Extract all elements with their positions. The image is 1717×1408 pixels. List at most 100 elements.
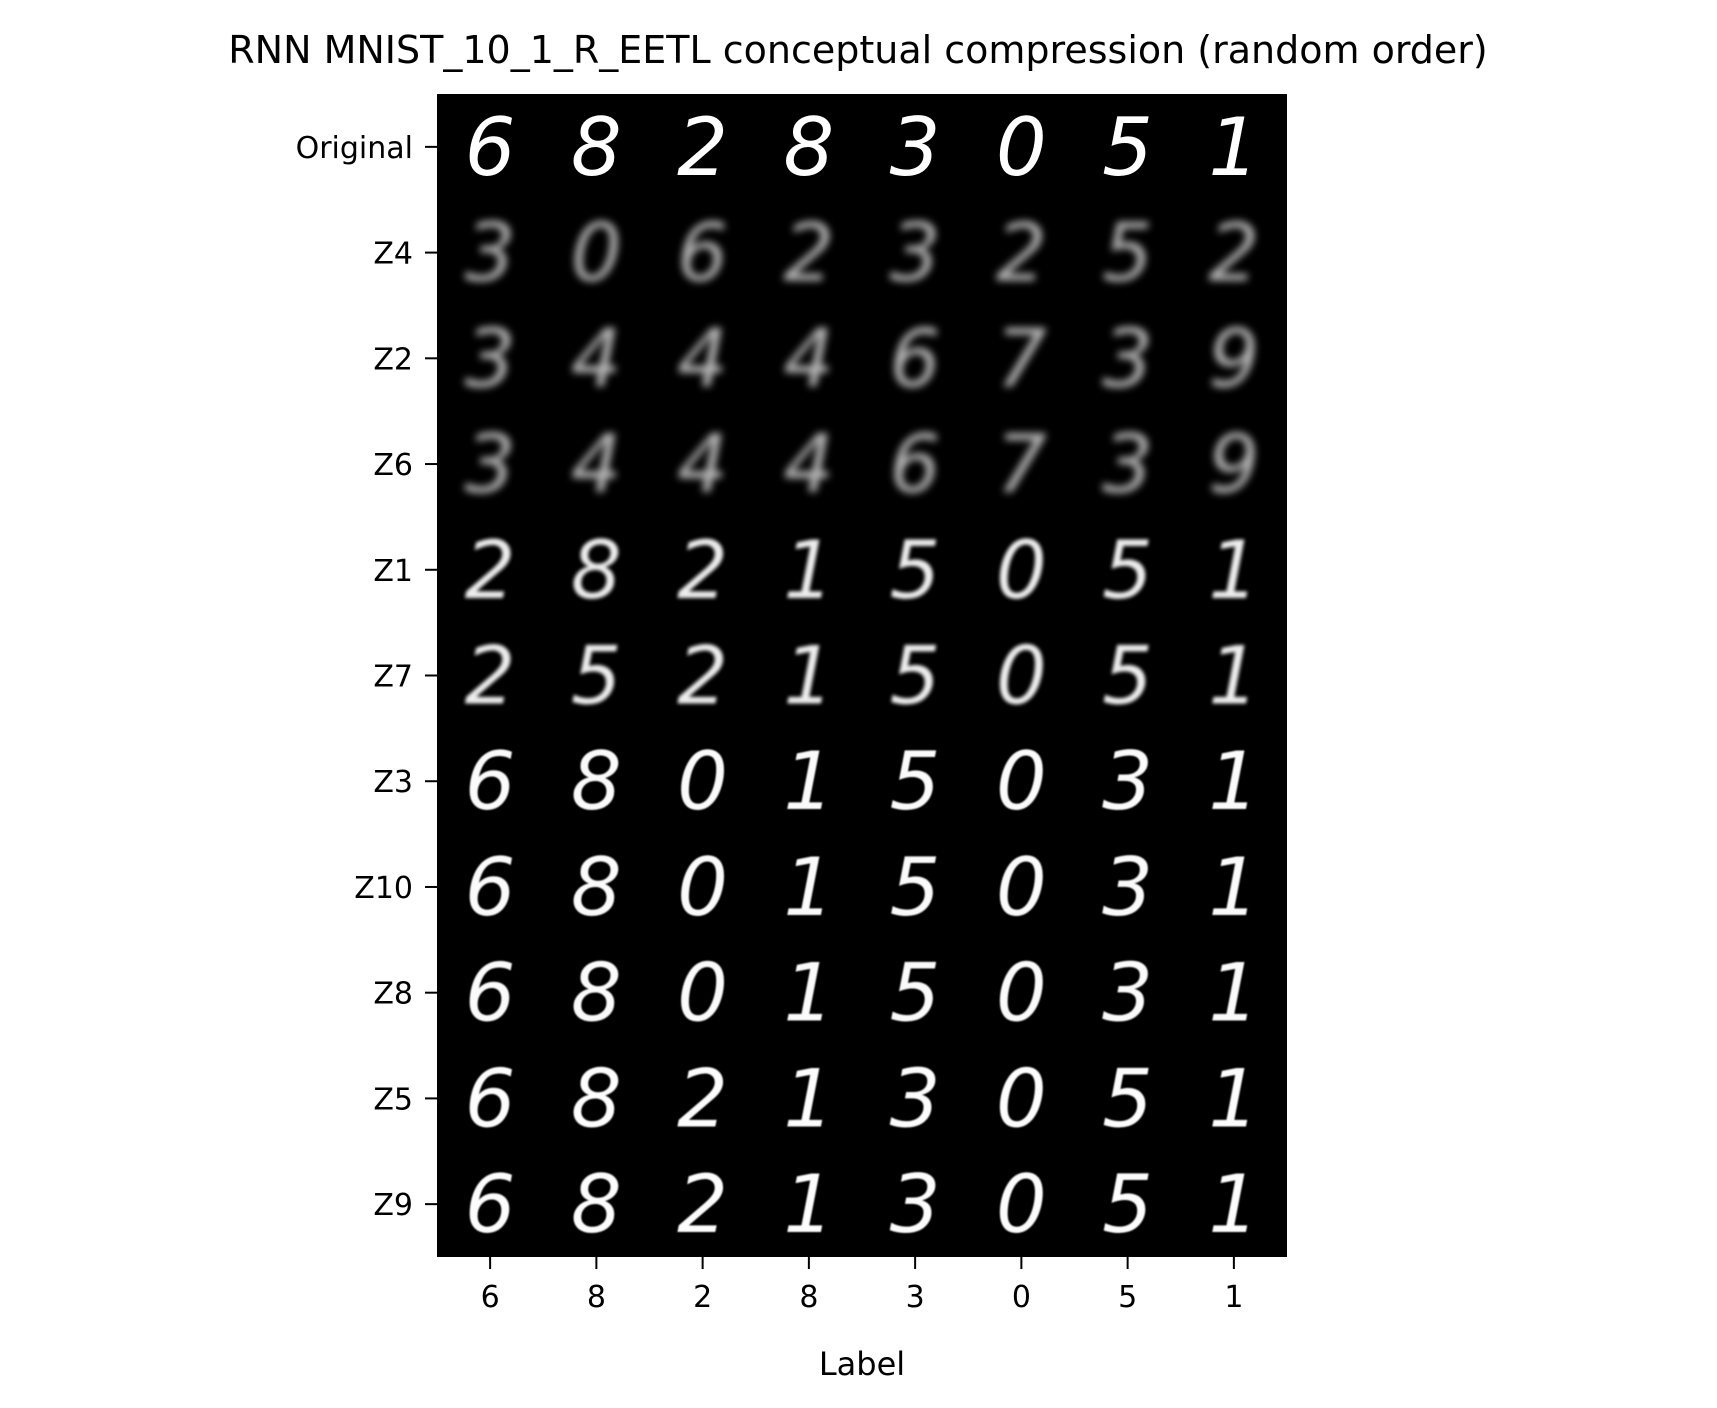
- grid-cell-digit: 8: [571, 947, 622, 1040]
- grid-cell-digit: 3: [465, 312, 516, 405]
- grid-cell-digit: 2: [783, 207, 834, 300]
- grid-cell-digit: 4: [783, 312, 834, 405]
- grid-cell-digit: 2: [677, 101, 728, 194]
- grid-cell-digit: 0: [571, 207, 622, 300]
- y-tick-label: Z8: [373, 977, 413, 1012]
- grid-cell-digit: 3: [465, 418, 516, 511]
- grid-cell-digit: 5: [1102, 630, 1153, 723]
- grid-cell-digit: 2: [677, 524, 728, 617]
- y-tick-label: Z6: [373, 448, 413, 483]
- grid-cell-digit: 3: [890, 207, 941, 300]
- y-tick-label: Z9: [373, 1188, 413, 1223]
- grid-cell-digit: 2: [1208, 207, 1259, 300]
- grid-cell-digit: 3: [465, 207, 516, 300]
- grid-cell-digit: 5: [1102, 207, 1153, 300]
- x-tick-label: 6: [481, 1280, 500, 1315]
- y-tick-label: Z2: [373, 342, 413, 377]
- grid-cell-digit: 0: [677, 735, 728, 828]
- grid-cell-digit: 0: [996, 947, 1047, 1040]
- grid-cell-digit: 6: [465, 101, 516, 194]
- grid-cell-digit: 2: [677, 1052, 728, 1145]
- grid-cell-digit: 1: [1208, 947, 1259, 1040]
- grid-cell-digit: 3: [890, 1052, 941, 1145]
- grid-cell-digit: 1: [783, 841, 834, 934]
- grid-cell-digit: 8: [571, 1158, 622, 1251]
- grid-cell-digit: 5: [571, 630, 622, 723]
- grid-cell-digit: 0: [996, 1158, 1047, 1251]
- grid-cell-digit: 6: [677, 207, 728, 300]
- grid-cell-digit: 1: [1208, 524, 1259, 617]
- grid-cell-digit: 2: [996, 207, 1047, 300]
- grid-cell-digit: 6: [465, 1158, 516, 1251]
- y-tick-label: Z1: [373, 554, 413, 589]
- grid-cell-digit: 6: [890, 312, 941, 405]
- grid-cell-digit: 5: [1102, 524, 1153, 617]
- grid-cell-digit: 7: [996, 418, 1047, 511]
- grid-cell-digit: 0: [996, 841, 1047, 934]
- grid-cell-digit: 1: [1208, 630, 1259, 723]
- grid-cell-digit: 5: [1102, 1158, 1153, 1251]
- grid-cell-digit: 5: [1102, 1052, 1153, 1145]
- grid-cell-digit: 1: [783, 630, 834, 723]
- grid-cell-digit: 1: [783, 947, 834, 1040]
- image-grid-background: [437, 94, 1287, 1257]
- grid-cell-digit: 3: [890, 1158, 941, 1251]
- grid-cell-digit: 5: [890, 947, 941, 1040]
- y-tick-label: Original: [296, 131, 413, 166]
- grid-cell-digit: 1: [783, 524, 834, 617]
- grid-cell-digit: 9: [1208, 418, 1259, 511]
- grid-cell-digit: 2: [465, 524, 516, 617]
- grid-cell-digit: 8: [783, 101, 834, 194]
- chart-title: RNN MNIST_10_1_R_EETL conceptual compres…: [228, 28, 1487, 72]
- grid-cell-digit: 6: [890, 418, 941, 511]
- grid-cell-digit: 5: [1102, 101, 1153, 194]
- grid-cell-digit: 4: [571, 312, 622, 405]
- grid-cell-digit: 4: [677, 418, 728, 511]
- grid-cell-digit: 8: [571, 841, 622, 934]
- grid-cell-digit: 7: [996, 312, 1047, 405]
- grid-cell-digit: 0: [996, 524, 1047, 617]
- grid-cell-digit: 4: [677, 312, 728, 405]
- x-axis-label: Label: [819, 1345, 905, 1383]
- grid-cell-digit: 0: [996, 101, 1047, 194]
- grid-cell-digit: 0: [677, 841, 728, 934]
- grid-cell-digit: 1: [783, 735, 834, 828]
- grid-cell-digit: 2: [677, 1158, 728, 1251]
- grid-cell-digit: 0: [996, 735, 1047, 828]
- x-tick-label: 5: [1118, 1280, 1137, 1315]
- grid-cell-digit: 5: [890, 630, 941, 723]
- x-tick-label: 8: [587, 1280, 606, 1315]
- grid-cell-digit: 6: [465, 947, 516, 1040]
- grid-cell-digit: 3: [1102, 947, 1153, 1040]
- y-tick-label: Z3: [373, 765, 413, 800]
- x-tick-label: 2: [693, 1280, 712, 1315]
- grid-cell-digit: 0: [677, 947, 728, 1040]
- grid-cell-digit: 3: [1102, 312, 1153, 405]
- grid-cell-digit: 1: [1208, 735, 1259, 828]
- grid-cell-digit: 1: [783, 1158, 834, 1251]
- x-tick-label: 3: [906, 1280, 925, 1315]
- grid-cell-digit: 8: [571, 524, 622, 617]
- grid-cell-digit: 6: [465, 841, 516, 934]
- x-tick-label: 8: [799, 1280, 818, 1315]
- grid-cell-digit: 5: [890, 524, 941, 617]
- grid-cell-digit: 8: [571, 101, 622, 194]
- grid-cell-digit: 6: [465, 735, 516, 828]
- grid-cell-digit: 9: [1208, 312, 1259, 405]
- grid-cell-digit: 1: [1208, 1052, 1259, 1145]
- y-tick-label: Z7: [373, 660, 413, 695]
- grid-cell-digit: 1: [1208, 841, 1259, 934]
- x-tick-label: 1: [1224, 1280, 1243, 1315]
- y-tick-label: Z5: [373, 1082, 413, 1117]
- grid-cell-digit: 2: [677, 630, 728, 723]
- grid-cell-digit: 5: [890, 841, 941, 934]
- grid-cell-digit: 4: [571, 418, 622, 511]
- grid-cell-digit: 6: [465, 1052, 516, 1145]
- grid-cell-digit: 0: [996, 1052, 1047, 1145]
- grid-cell-digit: 1: [783, 1052, 834, 1145]
- grid-cell-digit: 1: [1208, 1158, 1259, 1251]
